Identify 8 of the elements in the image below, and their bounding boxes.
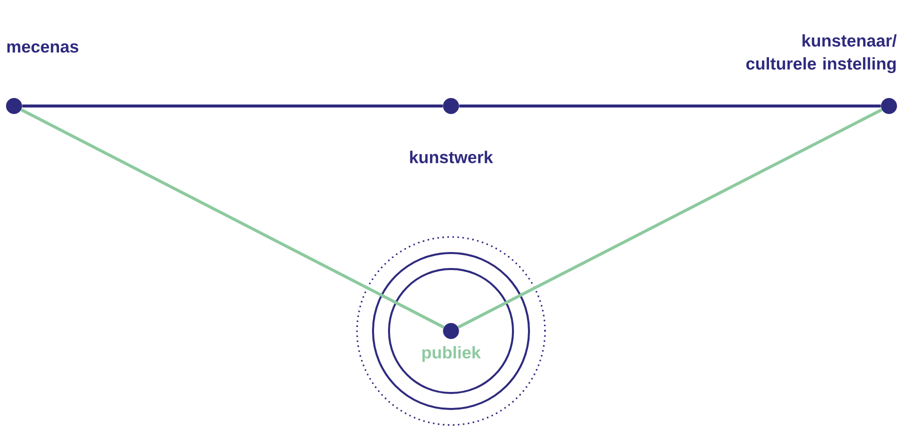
connector-line [22, 104, 443, 108]
connector-line [458, 108, 882, 329]
node-label: kunstwerk [410, 150, 494, 164]
node-label: kunstenaar/ culturele instelling [746, 34, 897, 74]
connector-line [459, 104, 881, 108]
node-label: mecenas [7, 43, 78, 53]
connector-line [20, 108, 444, 329]
node-label: publiek [422, 346, 481, 362]
